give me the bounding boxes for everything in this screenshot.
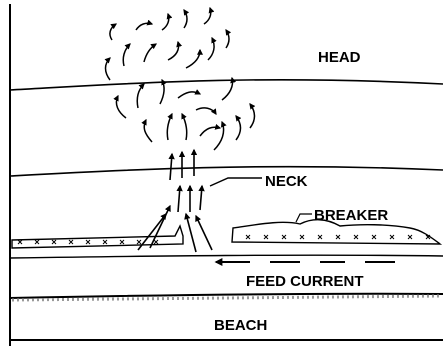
head-arrow: [116, 96, 126, 118]
head-arrow: [167, 114, 172, 140]
head-arrow: [250, 104, 255, 128]
neck-arrow: [200, 186, 202, 210]
head-arrow: [196, 108, 216, 114]
label-breaker: BREAKER: [314, 207, 388, 224]
neck-leader-line: [210, 178, 262, 186]
head-arrow: [168, 42, 179, 60]
head-arrows: [106, 8, 255, 150]
head-arrow: [178, 92, 200, 98]
head-arrow: [110, 24, 116, 40]
label-head: HEAD: [318, 49, 361, 66]
head-arrow: [222, 78, 233, 100]
head-arrow: [208, 38, 214, 60]
head-arrow: [144, 44, 156, 62]
head-arrow: [236, 116, 241, 140]
head-arrow: [123, 44, 130, 66]
label-feed-current: FEED CURRENT: [246, 273, 364, 290]
head-arrow: [136, 23, 152, 30]
neck-arrow: [196, 216, 212, 250]
head-arrow: [214, 122, 224, 150]
head-arrow: [204, 8, 211, 24]
head-arrow: [184, 10, 187, 28]
head-arrow: [186, 50, 200, 68]
neck-arrow: [178, 186, 180, 212]
neck-arrow: [170, 154, 172, 180]
label-neck: NECK: [265, 173, 308, 190]
head-arrow: [137, 84, 144, 108]
head-arrow: [106, 58, 111, 80]
head-arrow: [144, 120, 152, 142]
head-arrow: [160, 80, 164, 104]
head-arrow: [226, 30, 229, 48]
wave-line-upper: [10, 80, 443, 90]
neck-arrow: [186, 214, 196, 252]
head-arrow: [162, 14, 169, 30]
label-beach: BEACH: [214, 317, 267, 334]
surf-line: [10, 255, 443, 258]
head-arrow: [200, 127, 220, 136]
wave-line-middle: [10, 167, 443, 176]
head-arrow: [182, 114, 187, 140]
breaker-left: [12, 226, 183, 248]
